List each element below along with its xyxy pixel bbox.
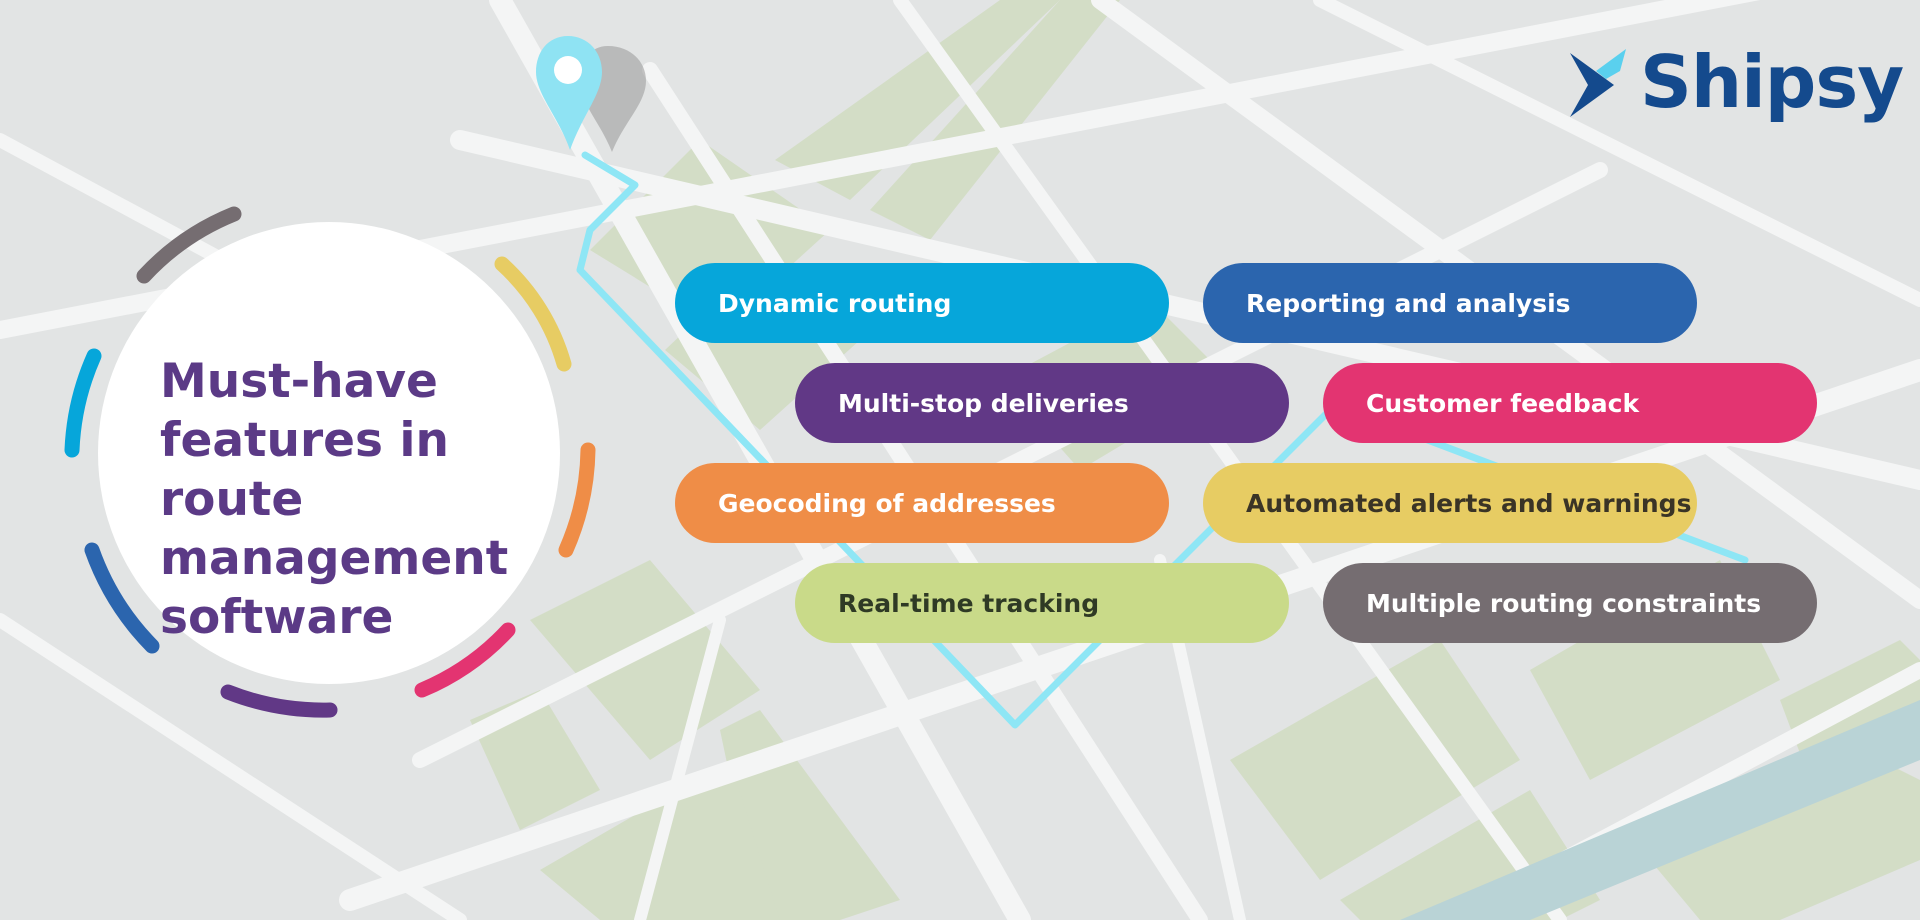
feature-label: Multiple routing constraints (1366, 588, 1762, 618)
title-circle (98, 222, 560, 684)
feature-pill-multiple-routing-constraints: Multiple routing constraints (1323, 563, 1817, 643)
page-title: Must-have features in route management s… (160, 354, 509, 645)
feature-pill-customer-feedback: Customer feedback (1323, 363, 1817, 443)
river (1400, 700, 1920, 920)
map-pin-icon (536, 36, 646, 152)
feature-pill-reporting-and-analysis: Reporting and analysis (1203, 263, 1697, 343)
feature-pill-geocoding-of-addresses: Geocoding of addresses (675, 463, 1169, 543)
feature-label: Customer feedback (1366, 388, 1640, 418)
brand-name: Shipsy (1640, 40, 1904, 124)
feature-pill-real-time-tracking: Real-time tracking (795, 563, 1289, 643)
feature-label: Real-time tracking (838, 588, 1100, 618)
feature-label: Reporting and analysis (1246, 288, 1571, 318)
feature-label: Automated alerts and warnings (1246, 488, 1692, 518)
feature-pill-dynamic-routing: Dynamic routing (675, 263, 1169, 343)
feature-label: Geocoding of addresses (718, 488, 1056, 518)
brand-logo: Shipsy (1566, 40, 1904, 124)
feature-pill-multi-stop-deliveries: Multi-stop deliveries (795, 363, 1289, 443)
feature-label: Multi-stop deliveries (838, 388, 1129, 418)
shipsy-logo-icon (1570, 49, 1626, 117)
feature-label: Dynamic routing (718, 288, 952, 318)
feature-pill-automated-alerts-and-warnings: Automated alerts and warnings (1203, 463, 1697, 543)
